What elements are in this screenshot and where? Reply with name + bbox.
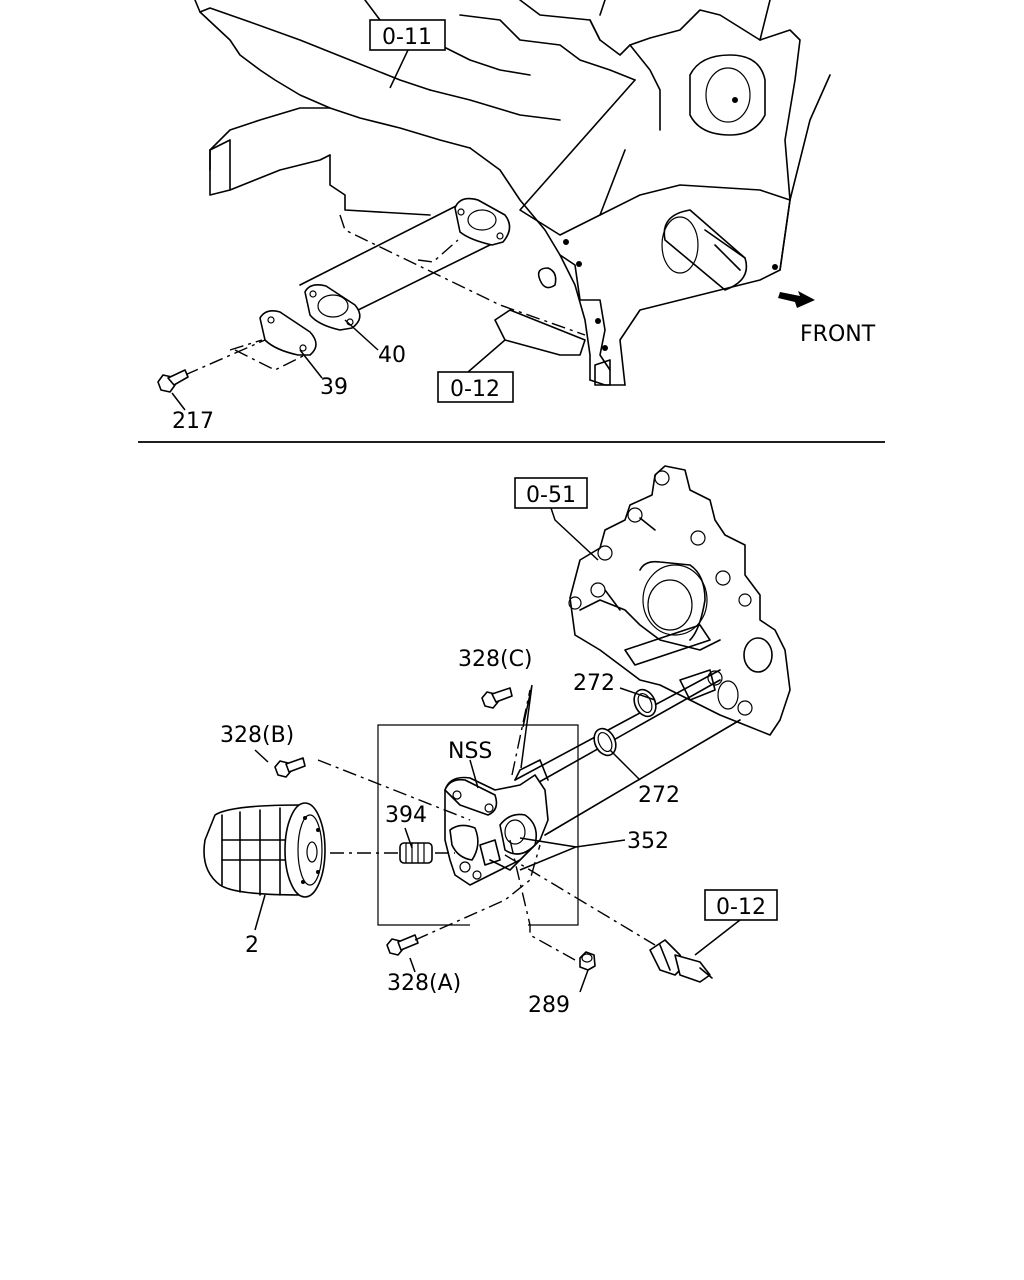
part-40-label: 40 bbox=[378, 343, 406, 368]
ref-0-12-top-label: 0-12 bbox=[450, 377, 500, 402]
oil-filter-adapter bbox=[444, 759, 549, 886]
nss-kit-frame bbox=[377, 724, 579, 926]
front-label: FRONT bbox=[800, 322, 876, 347]
ref-0-51-label: 0-51 bbox=[526, 483, 576, 508]
nss-label: NSS bbox=[448, 739, 492, 764]
bolt-328b bbox=[274, 757, 306, 778]
o-ring-272-upper bbox=[633, 688, 657, 718]
oil-filter bbox=[203, 802, 326, 898]
part-272-lower-label: 272 bbox=[638, 783, 680, 808]
part-2-label: 2 bbox=[245, 933, 259, 958]
part-289-label: 289 bbox=[528, 993, 570, 1018]
part-328a-label: 328(A) bbox=[387, 971, 461, 996]
bolt-217 bbox=[157, 369, 189, 393]
leader-40 bbox=[344, 319, 379, 351]
plug-289 bbox=[579, 951, 596, 971]
part-217-label: 217 bbox=[172, 409, 214, 434]
part-352-label: 352 bbox=[627, 829, 669, 854]
part-328c-label: 328(C) bbox=[458, 647, 533, 672]
leader-217 bbox=[171, 392, 186, 411]
ref-0-11-label: 0-11 bbox=[382, 25, 432, 50]
ref-box-0-12-top[interactable]: 0-12 bbox=[437, 371, 514, 403]
oil-pump-cover bbox=[568, 465, 791, 736]
part-328b-label: 328(B) bbox=[220, 723, 294, 748]
ref-0-12-bottom-label: 0-12 bbox=[716, 895, 766, 920]
relief-spring-394 bbox=[399, 842, 433, 864]
ref-box-0-51[interactable]: 0-51 bbox=[514, 477, 588, 509]
oil-pressure-switch bbox=[649, 939, 713, 983]
ref-box-0-11[interactable]: 0-11 bbox=[369, 19, 446, 51]
ref-box-0-12-bottom[interactable]: 0-12 bbox=[704, 889, 778, 921]
part-394-label: 394 bbox=[385, 803, 427, 828]
front-arrow-icon bbox=[778, 291, 815, 308]
part-39-label: 39 bbox=[320, 375, 348, 400]
bolt-328a bbox=[386, 934, 419, 956]
leader-0-11 bbox=[389, 49, 409, 89]
leader-39 bbox=[299, 349, 323, 379]
bolt-328c bbox=[481, 687, 513, 709]
part-272-upper-label: 272 bbox=[573, 671, 615, 696]
o-ring-272-lower bbox=[593, 727, 617, 757]
engine-block bbox=[194, 0, 831, 386]
leader-0-12-top bbox=[467, 339, 506, 373]
oil-pipe-connector bbox=[184, 197, 511, 376]
